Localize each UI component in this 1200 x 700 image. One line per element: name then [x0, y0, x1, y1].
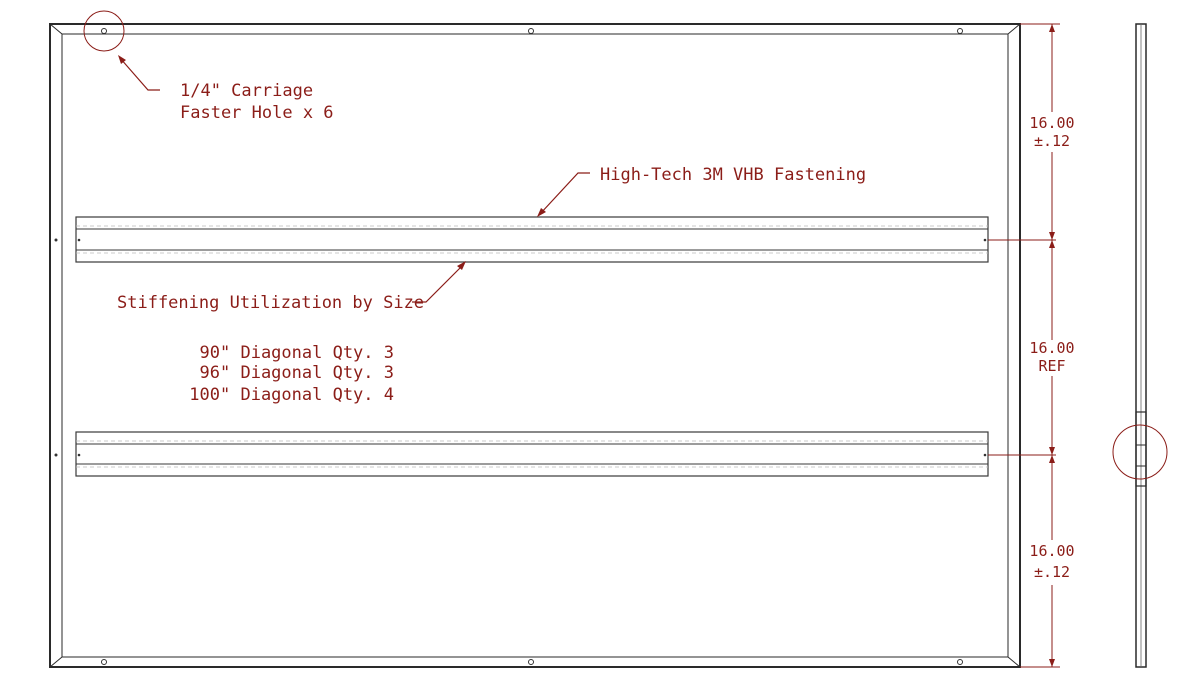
carriage-holes — [54, 10, 963, 665]
detail-circle-profile — [1112, 424, 1168, 480]
stiffening-rail-lower — [75, 431, 1056, 477]
side-profile-view — [1112, 23, 1168, 668]
leader-lines — [118, 55, 590, 303]
carriage-hole-label-line2: Faster Hole x 6 — [180, 103, 334, 123]
diagonal-96-label: 96" Diagonal Qty. 3 — [200, 363, 394, 383]
dimension-top-tolerance: ±.12 — [1034, 132, 1070, 150]
leader-stiffening — [412, 263, 465, 303]
dimension-top-value: 16.00 — [1029, 114, 1074, 132]
detail-circle-hole — [83, 10, 125, 52]
stiffening-rail-upper — [75, 216, 1056, 263]
diagonal-90-label: 90" Diagonal Qty. 3 — [200, 343, 394, 363]
dimension-bottom-value: 16.00 — [1029, 542, 1074, 560]
carriage-hole-label-line1: 1/4" Carriage — [180, 81, 313, 101]
dimension-lines — [1020, 23, 1060, 668]
dimension-middle-reference: REF — [1038, 357, 1065, 375]
vhb-fastening-label: High-Tech 3M VHB Fastening — [600, 165, 866, 185]
stiffening-label: Stiffening Utilization by Size — [117, 293, 424, 313]
leader-carriage — [119, 57, 160, 91]
dimension-middle-value: 16.00 — [1029, 339, 1074, 357]
diagonal-100-label: 100" Diagonal Qty. 4 — [189, 385, 394, 405]
dimension-bottom-tolerance: ±.12 — [1034, 563, 1070, 581]
panel-frame — [49, 23, 1021, 668]
leader-vhb — [539, 172, 590, 215]
